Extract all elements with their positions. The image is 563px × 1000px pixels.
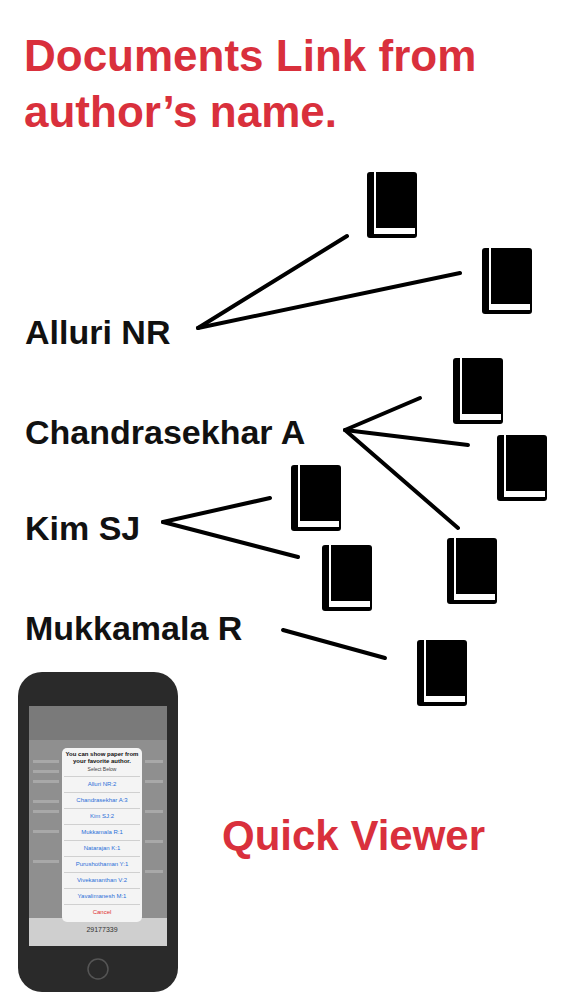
feature-caption: Quick Viewer [222, 812, 485, 860]
dialog-option: Natarajan K:1 [64, 840, 140, 856]
dialog-option: Kim SJ:2 [64, 808, 140, 824]
book-icons [291, 172, 547, 706]
author-name: Alluri NR [25, 312, 170, 352]
dialog-option: Mukkamala R:1 [64, 824, 140, 840]
dialog-option: Yavalimanesh M:1 [64, 888, 140, 904]
author-name: Chandrasekhar A [25, 412, 305, 452]
dialog-option: Chandrasekhar A:3 [64, 792, 140, 808]
title: Documents Link from author’s name. [24, 28, 554, 140]
dialog-option: Cancel [64, 904, 140, 920]
dialog-subheading: Select Below [64, 766, 140, 773]
selection-dialog: You can show paper from your favorite au… [62, 748, 142, 922]
author-name: Mukkamala R [25, 608, 242, 648]
author-name: Kim SJ [25, 508, 140, 548]
dialog-option: Purushothaman Y:1 [64, 856, 140, 872]
phone-mockup [18, 672, 178, 992]
dialog-option: Alluri NR:2 [64, 776, 140, 792]
dialog-heading: You can show paper from your favorite au… [64, 751, 140, 765]
dialog-option: Vivekananthan V:2 [64, 872, 140, 888]
pmid-number: 29177339 [62, 925, 142, 934]
